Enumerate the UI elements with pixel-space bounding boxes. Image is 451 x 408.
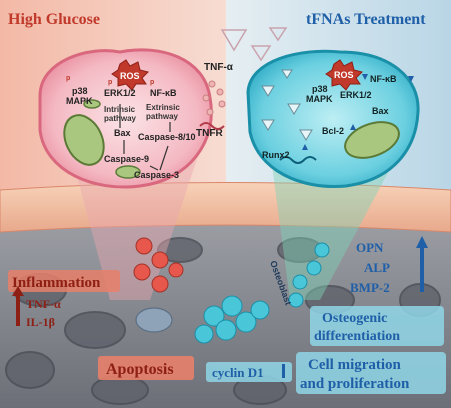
left-bax: Bax [114,128,131,138]
right-cell [246,49,420,189]
cyclin-up-arrow [282,364,285,378]
tnfa-label: TNF-α [204,62,234,73]
left-mapk: MAPK [66,96,93,106]
skin-layer [0,182,451,233]
inflammation-up-arrow [16,292,20,326]
right-change-arrows [302,74,414,150]
apoptosis-badge [98,356,194,380]
tfna-tetrahedron-icons [220,27,288,62]
right-title: tFNAs Treatment [306,11,426,28]
inflammation-badge [8,270,120,292]
apoptotic-cell [135,307,173,333]
left-cell [38,48,213,189]
left-mitochondrion [63,114,105,166]
migration-badge [296,352,446,394]
migration-label-1: Cell migration [308,357,402,373]
inflammation-tnfa: TNF-α [26,297,61,311]
osteo-up-arrow [420,244,424,292]
osteogenic-badge [310,306,444,346]
osteogenic-label-2: differentiation [314,329,400,344]
right-nfkb: NF-κB [370,74,397,84]
left-caspase-8-10: Caspase-8/10 [138,132,196,142]
tnfr-label: TNFR [196,128,223,139]
cyclin-label: cyclin D1 [212,365,264,380]
opn-label: OPN [356,240,384,255]
alp-label: ALP [364,260,390,275]
inflammation-label: Inflammation [12,275,101,291]
left-extrinsic-2: pathway [146,112,179,121]
bmp2-label: BMP-2 [350,280,390,295]
inflammatory-cells [133,237,184,293]
left-extrinsic-1: Extrinsic [146,103,180,112]
left-ros: ROS [120,71,140,81]
right-erk: ERK1/2 [340,90,372,100]
right-runx2: Runx2 [262,150,290,160]
right-mapk: MAPK [306,94,333,104]
left-caspase-3: Caspase-3 [134,170,179,180]
left-p2: p [108,79,112,86]
left-p38: p38 [72,86,88,96]
left-caspase-9: Caspase-9 [104,154,149,164]
right-p38: p38 [312,84,328,94]
apoptosis-label: Apoptosis [106,361,174,378]
dna-strand-icon [279,156,317,164]
tnf-molecules [202,80,226,116]
right-zoom-wedge [270,150,400,300]
cyclin-badge [206,362,292,382]
left-nfkb: NF-κB [150,88,177,98]
migration-label-2: and proliferation [300,376,410,392]
right-bax: Bax [372,106,389,116]
right-ros: ROS [334,70,354,80]
osteoblast-cluster [194,242,330,344]
left-pathway-arrows [119,104,171,171]
osteogenic-label-1: Osteogenic [322,311,387,326]
right-bcl2: Bcl-2 [322,126,344,136]
left-zoom-wedge [70,150,200,300]
left-p3: p [150,79,154,86]
inflammation-il1b: IL-1β [26,315,55,329]
left-p1: p [66,75,70,82]
tnfr-receptor-icon [199,122,225,130]
left-title: High Glucose [8,11,100,28]
right-mitochondrion [344,121,400,159]
left-erk: ERK1/2 [104,88,136,98]
